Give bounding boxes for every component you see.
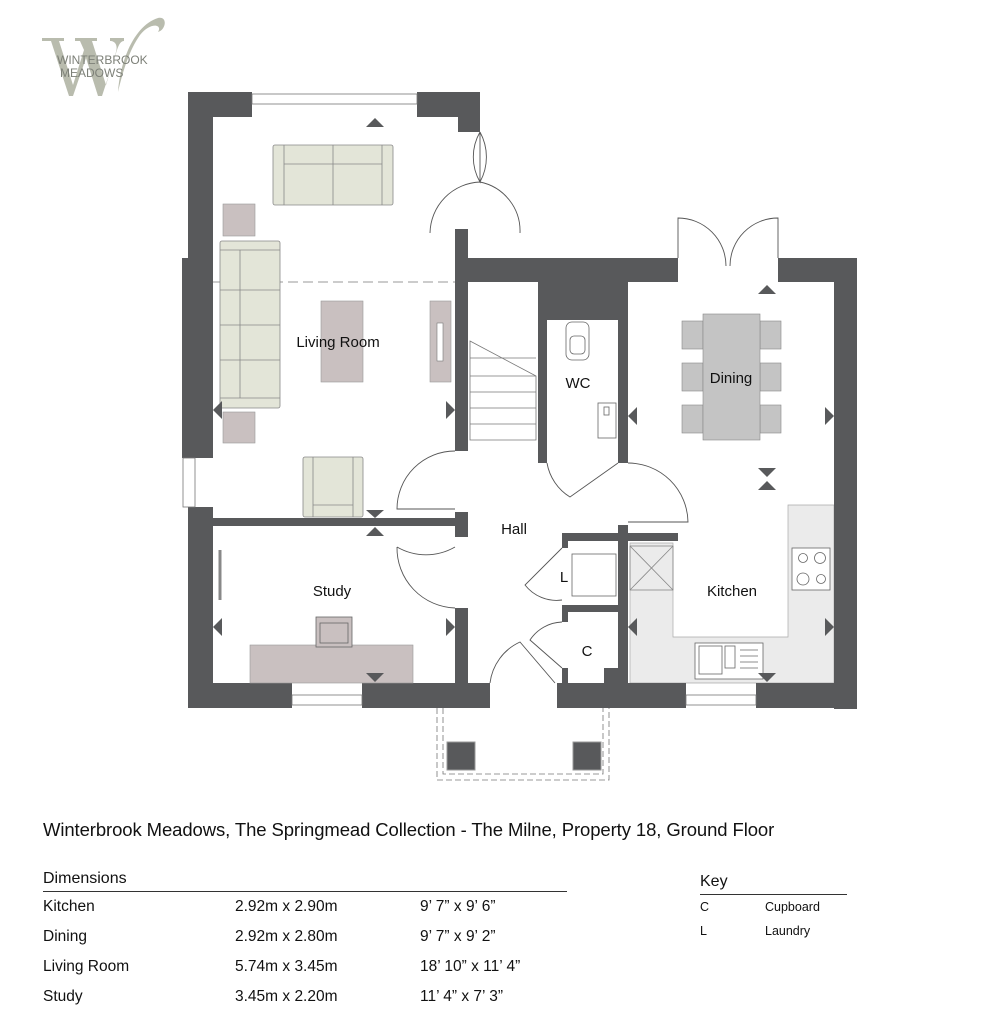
porch: [436, 708, 610, 781]
room-label-dining: Dining: [710, 370, 753, 387]
doors: [396, 131, 779, 684]
room-name: Kitchen: [43, 898, 95, 915]
plan-title: Winterbrook Meadows, The Springmead Coll…: [43, 819, 775, 840]
dimensions-row: Dining 2.92m x 2.80m 9’ 7” x 9’ 2”: [43, 922, 567, 952]
logo-w-mark: [42, 38, 124, 96]
room-name: Study: [43, 988, 83, 1005]
walls: [182, 92, 857, 709]
key-code: L: [700, 924, 707, 938]
metric-size: 2.92m x 2.80m: [235, 928, 338, 945]
room-label-study: Study: [313, 583, 352, 600]
side-tables: [222, 203, 256, 444]
desk-chair: [315, 616, 353, 648]
room-name: Dining: [43, 928, 87, 945]
sofa-top: [272, 144, 394, 206]
logo-line1: WINTERBROOK: [57, 53, 148, 67]
dimensions-row: Living Room 5.74m x 3.45m 18’ 10” x 11’ 4”: [43, 952, 567, 982]
armchair: [302, 456, 364, 518]
imperial-size: 9’ 7” x 9’ 2”: [420, 928, 496, 945]
key-legend: Key C Cupboard L Laundry: [700, 873, 847, 943]
coffee-table: [320, 300, 364, 383]
key-meaning: Laundry: [765, 924, 811, 938]
metric-size: 2.92m x 2.90m: [235, 898, 338, 915]
dimensions-table: Dimensions Kitchen 2.92m x 2.90m 9’ 7” x 9…: [43, 870, 567, 1012]
tv-unit: [429, 300, 452, 383]
key-row: L Laundry: [700, 919, 847, 943]
key-heading: Key: [700, 873, 847, 895]
key-row: C Cupboard: [700, 895, 847, 919]
room-label-cupboard: C: [582, 643, 593, 660]
windows: [182, 93, 757, 706]
key-meaning: Cupboard: [765, 900, 820, 914]
dimensions-heading: Dimensions: [43, 870, 567, 892]
room-label-living: Living Room: [296, 334, 379, 351]
logo-line2: MEADOWS: [60, 66, 123, 80]
sofa-left: [219, 240, 281, 409]
room-label-laundry: L: [560, 569, 568, 586]
imperial-size: 11’ 4” x 7’ 3”: [420, 988, 503, 1005]
washing-machine: [571, 553, 617, 597]
key-code: C: [700, 900, 710, 914]
hob: [791, 547, 831, 591]
room-name: Living Room: [43, 958, 130, 975]
room-label-kitchen: Kitchen: [707, 583, 757, 600]
tall-unit: [629, 545, 674, 591]
metric-size: 3.45m x 2.20m: [235, 988, 338, 1005]
dimension-arrow-markers: [213, 118, 834, 682]
basin: [597, 402, 617, 439]
dining-chairs: [681, 320, 782, 434]
toilet: [565, 321, 590, 361]
floor-plan: WINTERBROOK MEADOWS: [42, 17, 857, 781]
dimensions-row: Kitchen 2.92m x 2.90m 9’ 7” x 9’ 6”: [43, 892, 567, 922]
imperial-size: 18’ 10” x 11’ 4”: [420, 958, 521, 975]
dining-table: [702, 313, 761, 441]
room-label-wc: WC: [566, 375, 591, 392]
imperial-size: 9’ 7” x 9’ 6”: [420, 898, 496, 915]
winterbrook-logo: WINTERBROOK MEADOWS: [42, 17, 165, 96]
metric-size: 5.74m x 3.45m: [235, 958, 338, 975]
dimensions-row: Study 3.45m x 2.20m 11’ 4” x 7’ 3”: [43, 982, 567, 1012]
sink: [694, 642, 764, 680]
desk: [249, 644, 414, 684]
staircase: [469, 340, 537, 441]
room-label-hall: Hall: [501, 521, 527, 538]
